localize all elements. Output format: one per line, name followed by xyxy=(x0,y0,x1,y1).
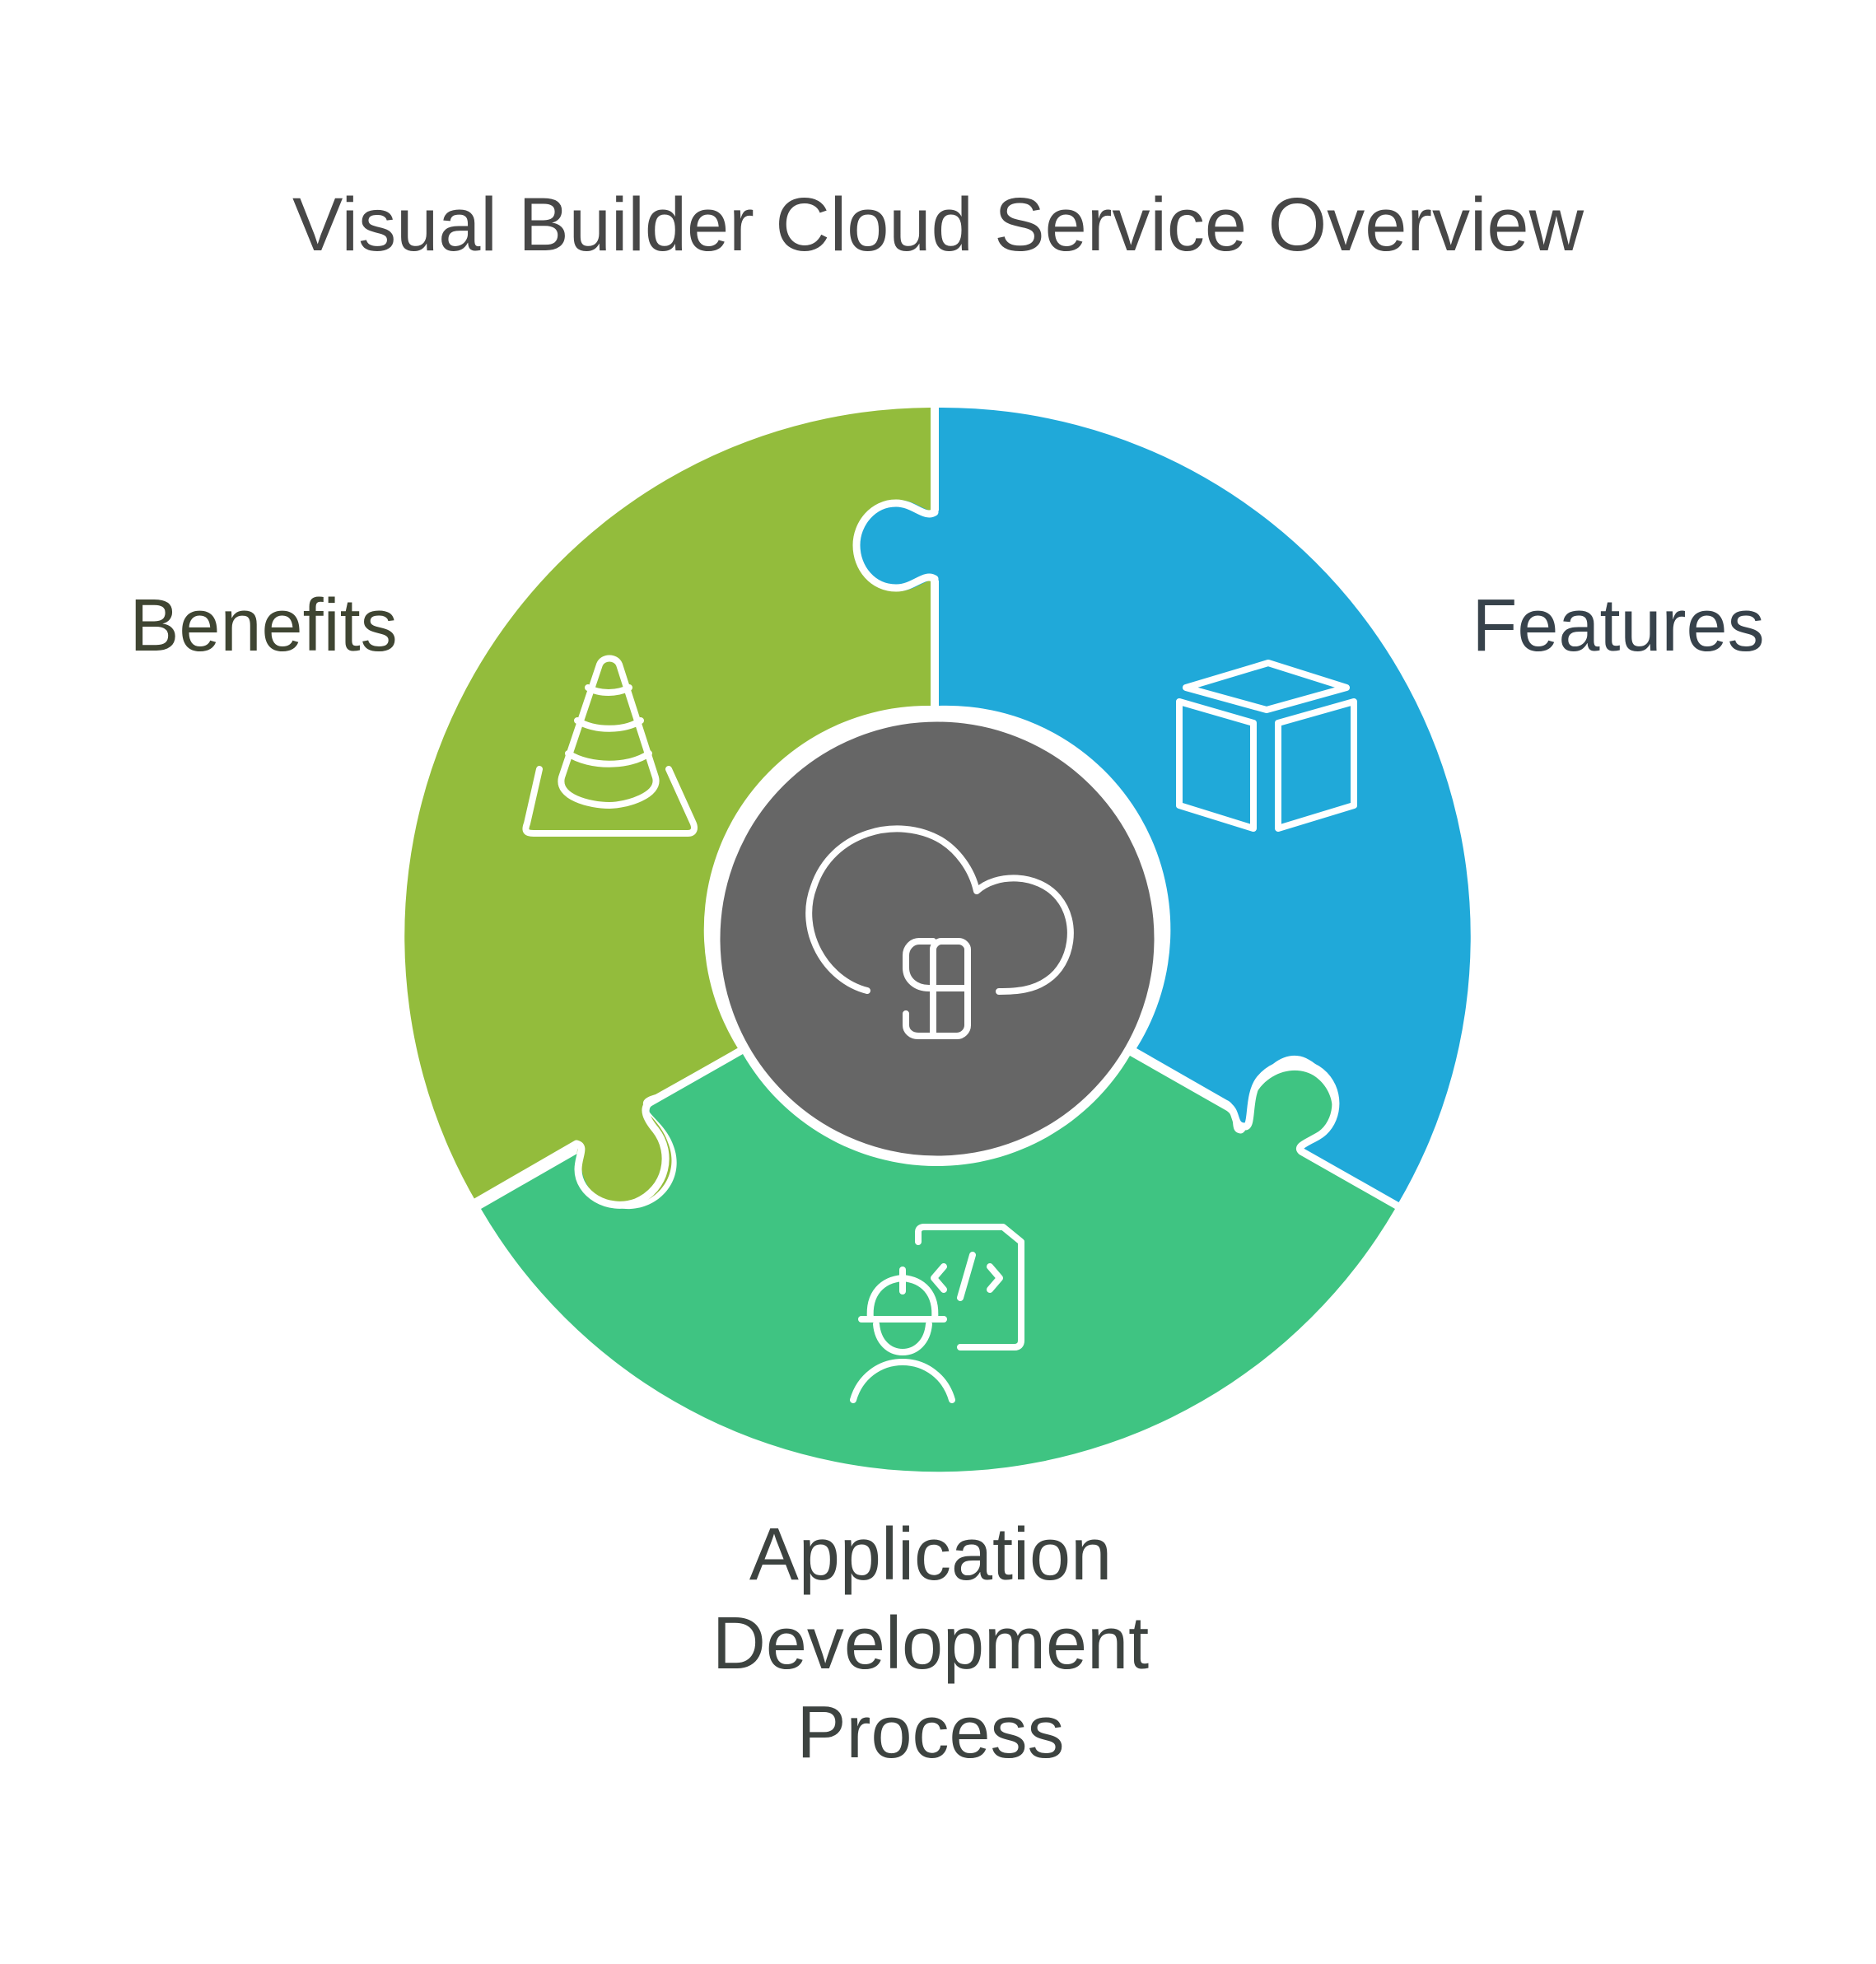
segment-benefits xyxy=(404,408,931,1206)
label-benefits: Benefits xyxy=(129,585,398,667)
box-icon xyxy=(1176,660,1357,832)
segment-process xyxy=(481,1054,1395,1472)
label-process-line-1: Application xyxy=(749,1514,1113,1596)
developer-code-icon xyxy=(850,1224,1024,1403)
traffic-cone-icon xyxy=(522,655,698,837)
label-features: Features xyxy=(1472,585,1765,667)
label-process: Application Development Process xyxy=(675,1510,1186,1777)
diagram-title: Visual Builder Cloud Service Overview xyxy=(292,183,1584,267)
segment-dividers xyxy=(471,398,1404,1211)
center-hub xyxy=(712,714,1162,1164)
label-process-line-3: Process xyxy=(796,1691,1065,1774)
segment-features xyxy=(854,407,1471,1203)
label-process-line-2: Development xyxy=(712,1602,1150,1685)
cloud-service-icon xyxy=(805,825,1074,1039)
